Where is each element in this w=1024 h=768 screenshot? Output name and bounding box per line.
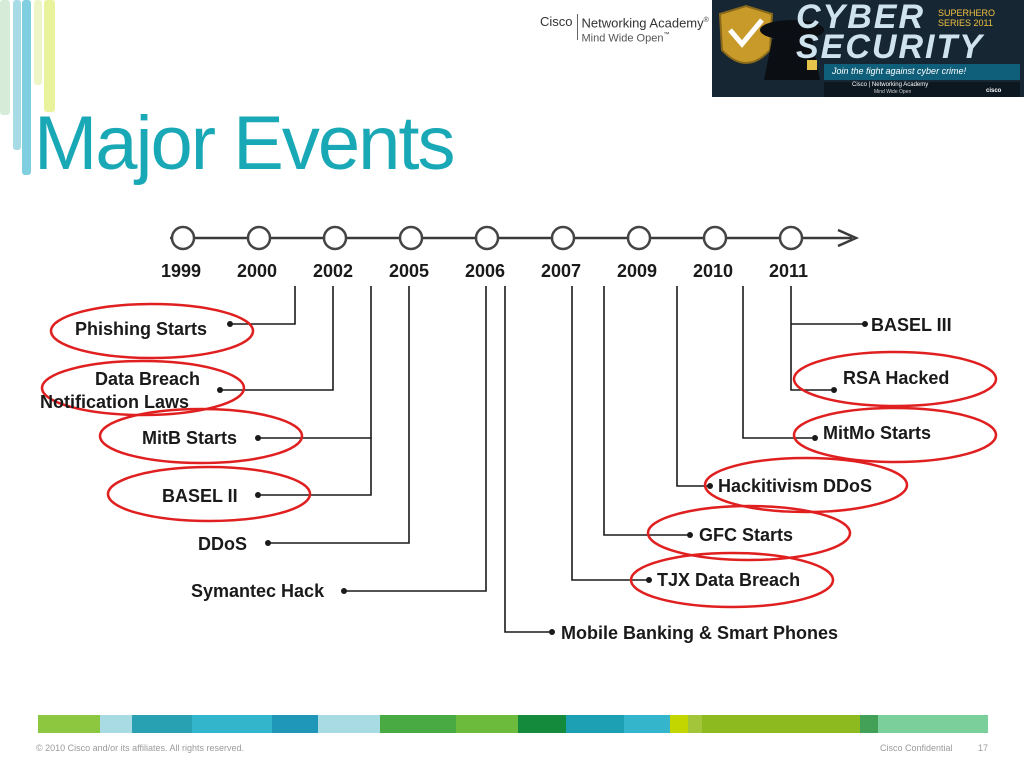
year-marker-2007 xyxy=(552,227,574,249)
event-label-mitmo-starts: MitMo Starts xyxy=(823,422,931,445)
footer-confidential: Cisco Confidential xyxy=(880,743,953,753)
event-label-ddos: DDoS xyxy=(198,533,247,556)
event-label-rsa-hacked: RSA Hacked xyxy=(843,367,949,390)
event-label-symantec-hack: Symantec Hack xyxy=(191,580,324,603)
year-label: 2002 xyxy=(313,261,353,282)
event-label-basel-ii: BASEL II xyxy=(162,485,238,508)
connector-tjx-data-breach xyxy=(572,286,649,580)
year-label: 2006 xyxy=(465,261,505,282)
year-markers xyxy=(172,227,802,249)
event-label-data-breach-laws: Data Breach Notification Laws xyxy=(40,368,255,413)
connector-mitb-starts xyxy=(258,286,371,438)
year-marker-2002 xyxy=(324,227,346,249)
footer-copyright: © 2010 Cisco and/or its affiliates. All … xyxy=(36,743,244,753)
year-marker-2011 xyxy=(780,227,802,249)
page-number: 17 xyxy=(978,743,988,753)
event-label-phishing-starts: Phishing Starts xyxy=(75,318,207,341)
year-label: 2005 xyxy=(389,261,429,282)
year-marker-2000 xyxy=(248,227,270,249)
event-label-line: Data Breach xyxy=(40,368,255,391)
connector-mobile-banking xyxy=(505,286,552,632)
year-marker-2005 xyxy=(400,227,422,249)
year-label: 2009 xyxy=(617,261,657,282)
year-marker-2009 xyxy=(628,227,650,249)
connector-mitmo-starts xyxy=(743,286,815,438)
year-label: 2007 xyxy=(541,261,581,282)
year-marker-1999 xyxy=(172,227,194,249)
event-label-line: Notification Laws xyxy=(40,391,255,414)
year-label: 2010 xyxy=(693,261,733,282)
event-label-mobile-banking: Mobile Banking & Smart Phones xyxy=(561,622,838,645)
year-label: 2000 xyxy=(237,261,277,282)
event-label-basel-iii: BASEL III xyxy=(871,314,952,337)
year-label: 2011 xyxy=(769,261,808,282)
event-label-tjx-data-breach: TJX Data Breach xyxy=(657,569,800,592)
connector-rsa-hacked xyxy=(791,286,834,390)
event-label-mitb-starts: MitB Starts xyxy=(142,427,237,450)
event-label-hackitivism-ddos: Hackitivism DDoS xyxy=(718,475,872,498)
year-label: 1999 xyxy=(161,261,201,282)
highlight-ellipses xyxy=(42,304,996,607)
connector-basel-ii xyxy=(258,438,371,495)
event-label-gfc-starts: GFC Starts xyxy=(699,524,793,547)
connector-hackitivism-ddos xyxy=(677,286,710,486)
year-marker-2010 xyxy=(704,227,726,249)
footer-color-strip xyxy=(38,715,988,733)
year-marker-2006 xyxy=(476,227,498,249)
